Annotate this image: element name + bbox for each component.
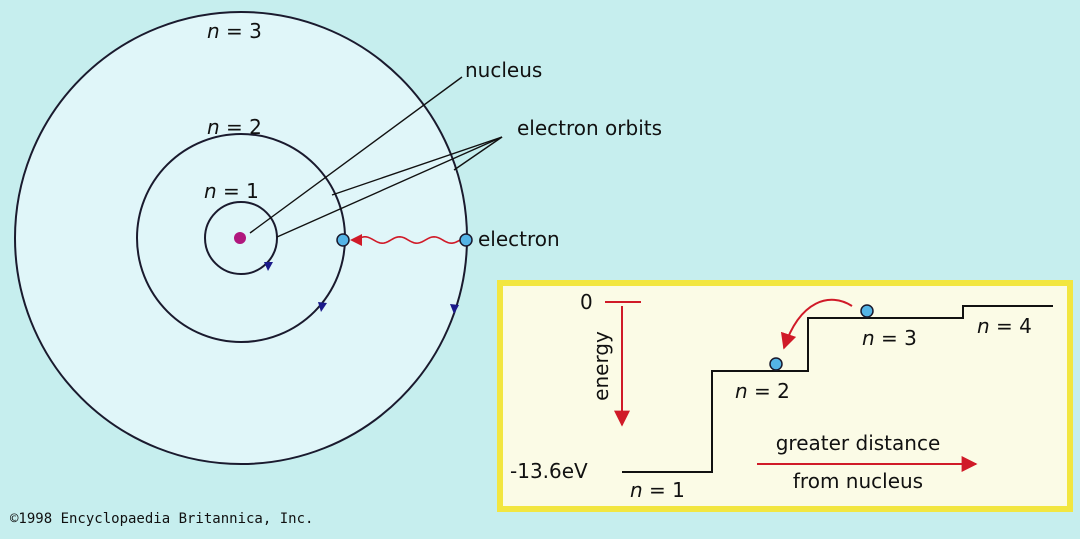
orbit-leader-line-3 [453,136,503,171]
orbit-leader-line-2 [331,136,503,196]
photon-wave [359,235,461,245]
zero-energy-label: 0 [580,290,593,314]
orbit-n3-direction-arrow [450,304,459,314]
orbit-label-n2: n = 2 [207,115,262,139]
level-label-n2: n = 2 [735,379,790,403]
ground-energy-label: -13.6eV [510,459,588,483]
electron-orbits-label: electron orbits [517,116,662,140]
orbit-n1 [204,201,278,275]
level-label-n4: n = 4 [977,314,1032,338]
transition-arrow [780,298,853,350]
orbit-label-n3: n = 3 [207,19,262,43]
distance-label-line2: from nucleus [793,469,923,493]
orbit-n1-direction-arrow [264,262,273,271]
photon-arrowhead [350,234,362,246]
energy-staircase [622,305,1053,473]
nucleus-label: nucleus [465,58,542,82]
copyright-text: ©1998 Encyclopaedia Britannica, Inc. [10,511,313,527]
electron-label: electron [478,227,560,251]
electron-n3 [459,233,473,247]
nucleus-dot [234,232,246,244]
energy-electron-n3 [860,304,874,318]
level-label-n1: n = 1 [630,478,685,502]
nucleus-leader-line [249,76,463,234]
orbit-n2-direction-arrow [318,302,327,312]
energy-level-panel: 0 energy -13.6eV n = 1 n = 2 n = 3 n = 4… [497,280,1073,512]
orbit-leader-line-1 [276,136,503,238]
energy-electron-n2 [769,357,783,371]
distance-label-line1: greater distance [776,431,941,455]
orbit-label-n1: n = 1 [204,179,259,203]
level-label-n3: n = 3 [862,326,917,350]
energy-axis-label: energy [589,331,613,401]
electron-n2 [336,233,350,247]
